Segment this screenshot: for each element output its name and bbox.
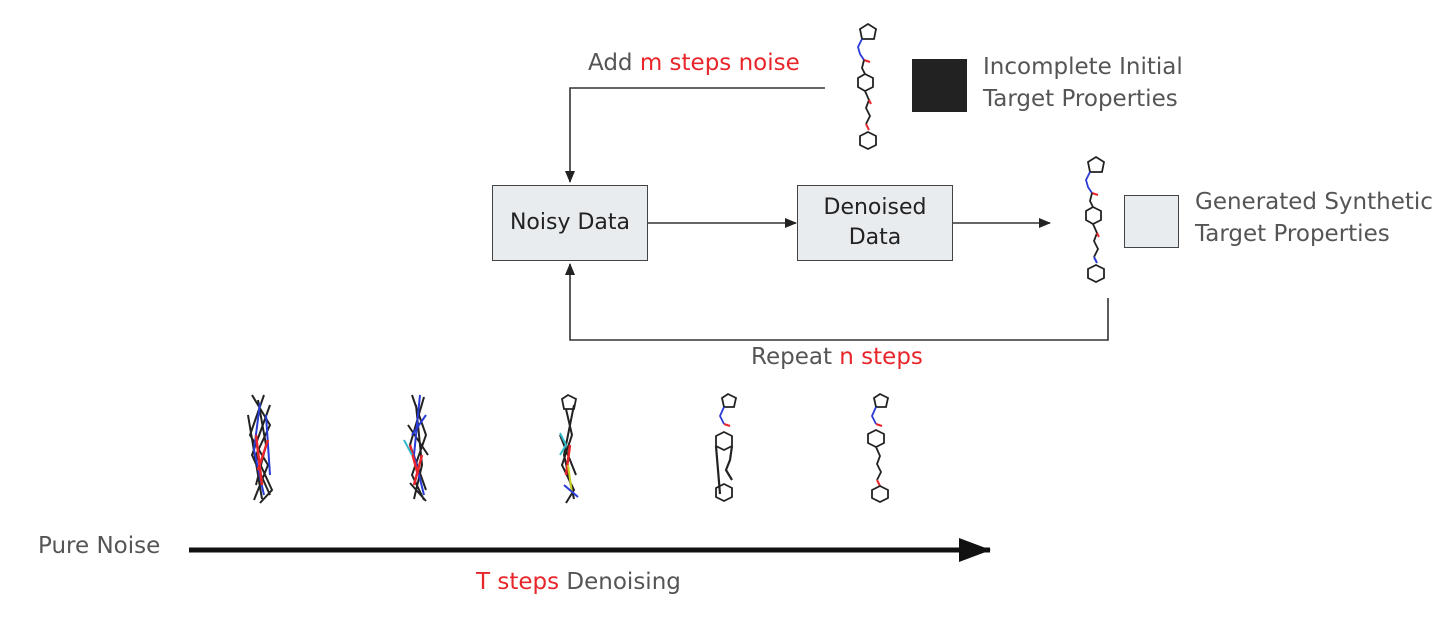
generated-properties-swatch	[1124, 195, 1179, 248]
generated-molecule-image	[1085, 155, 1106, 284]
repeat-label: Repeat n steps	[751, 344, 923, 370]
pure-noise-label: Pure Noise	[38, 533, 161, 559]
denoised-data-box: Denoised Data	[797, 185, 953, 261]
initial-properties-swatch	[912, 59, 967, 112]
initial-properties-line1: Incomplete Initial	[983, 54, 1183, 80]
initial-properties-label: Incomplete Initial Target Properties	[983, 51, 1183, 115]
repeat-arrow	[565, 263, 1109, 341]
denoised-data-line1: Denoised	[823, 195, 927, 220]
repeat-highlight: n steps	[839, 344, 923, 370]
add-noise-prefix: Add	[588, 50, 640, 76]
denoising-suffix: Denoising	[559, 569, 681, 595]
initial-molecule-image	[857, 22, 878, 151]
denoising-highlight: T steps	[476, 569, 560, 595]
trajectory-molecule-4	[714, 392, 738, 503]
generated-properties-line1: Generated Synthetic	[1195, 189, 1433, 215]
add-noise-label: Add m steps noise	[588, 50, 800, 76]
initial-properties-line2: Target Properties	[983, 86, 1178, 112]
trajectory-molecule-5	[867, 392, 890, 504]
add-noise-highlight: m steps noise	[639, 50, 800, 76]
noisy-data-box: Noisy Data	[492, 185, 648, 261]
add-noise-arrow	[565, 87, 825, 183]
generated-properties-label: Generated Synthetic Target Properties	[1195, 186, 1433, 250]
denoised-data-line2: Data	[848, 225, 902, 250]
generated-properties-line2: Target Properties	[1195, 221, 1390, 247]
denoising-axis-label: T steps Denoising	[476, 569, 681, 595]
trajectory-molecule-1	[247, 394, 274, 504]
trajectory-molecule-2	[403, 394, 429, 502]
noisy-data-label: Noisy Data	[509, 210, 631, 235]
trajectory-molecule-3	[559, 393, 579, 504]
repeat-prefix: Repeat	[751, 344, 840, 370]
